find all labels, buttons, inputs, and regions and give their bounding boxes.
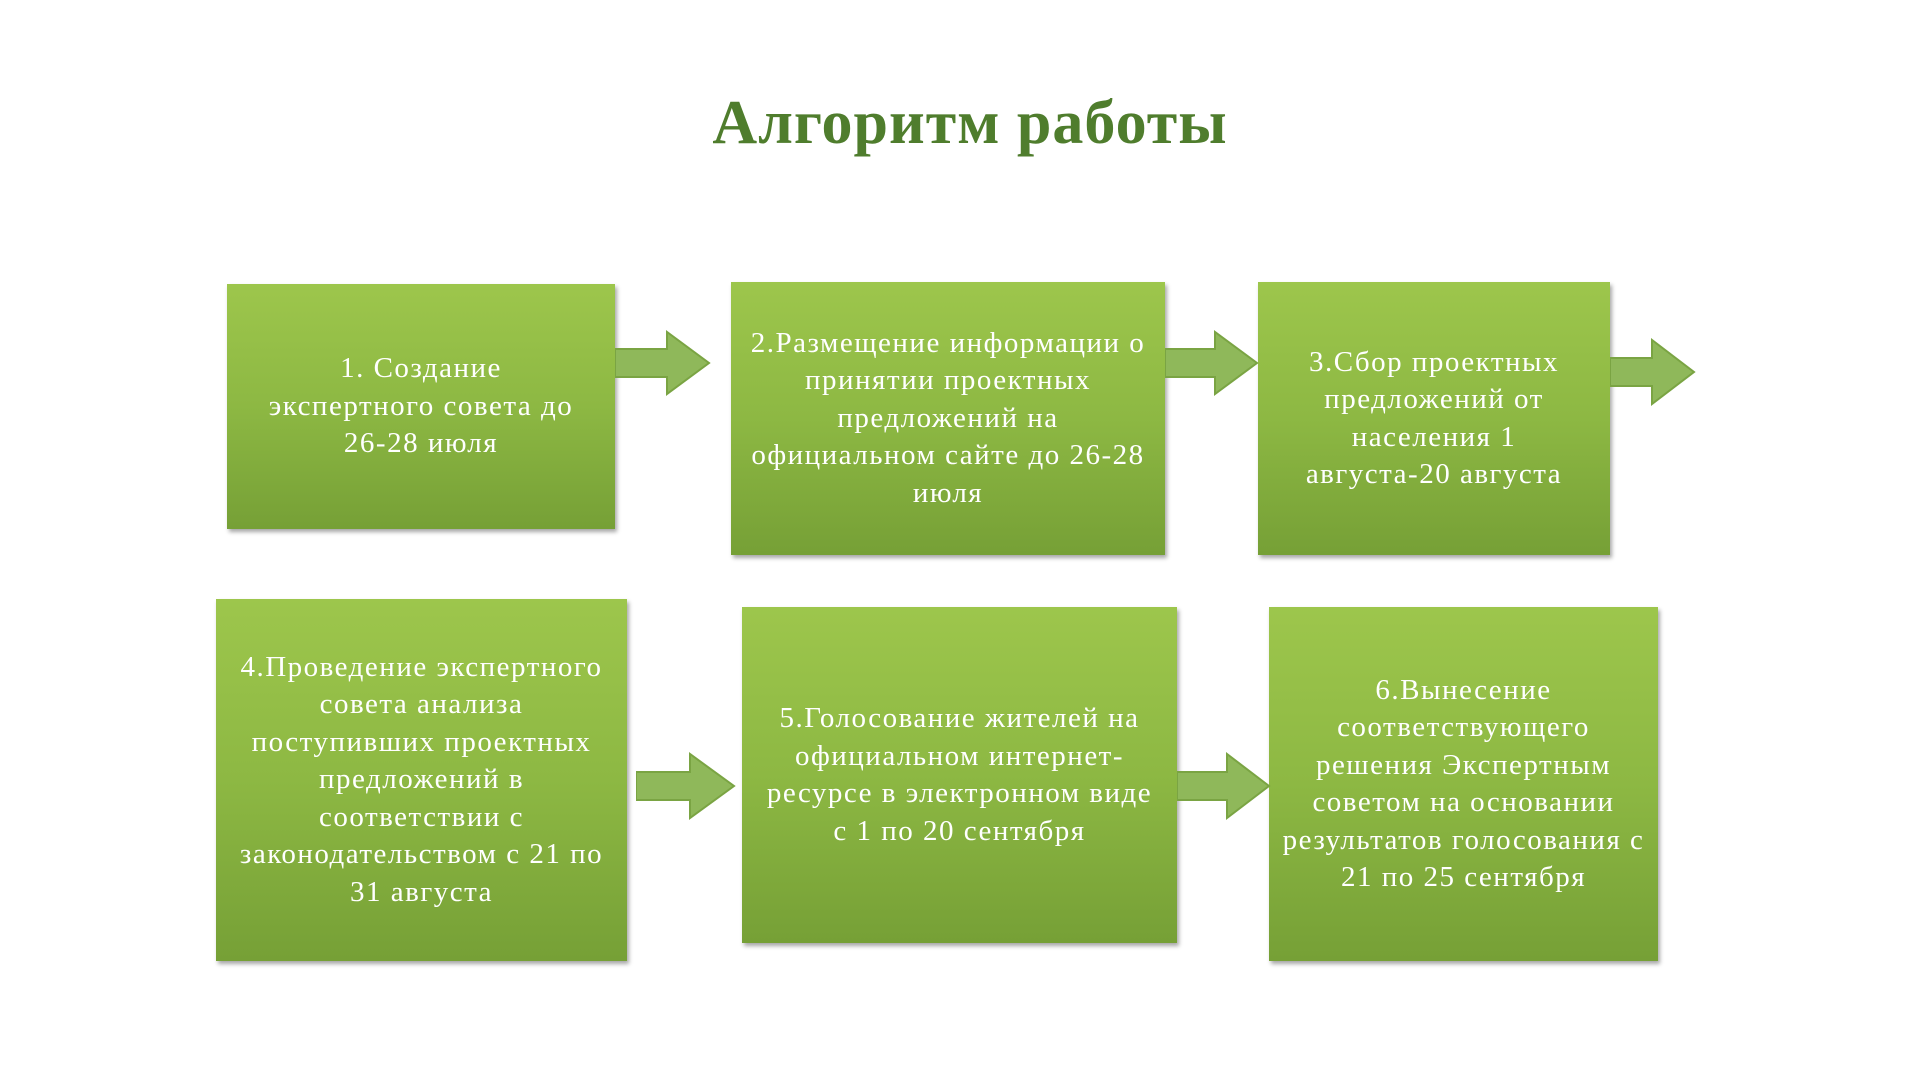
arrow-right-icon bbox=[1165, 330, 1259, 396]
arrow-right-icon bbox=[1177, 752, 1271, 820]
step-4-box: 4.Проведение экспертного совета анализа … bbox=[216, 599, 627, 961]
step-6-box: 6.Вынесение соответствующего решения Экс… bbox=[1269, 607, 1658, 961]
step-5-box: 5.Голосование жителей на официальном инт… bbox=[742, 607, 1177, 943]
step-3-box: 3.Сбор проектных предложений от населени… bbox=[1258, 282, 1610, 555]
arrow-right-icon bbox=[1610, 338, 1696, 406]
page-title: Алгоритм работы bbox=[712, 89, 1228, 157]
arrow-right-icon bbox=[615, 330, 711, 396]
step-1-box: 1. Создание экспертного совета до 26-28 … bbox=[227, 284, 615, 529]
arrow-right-icon bbox=[636, 752, 736, 820]
step-2-box: 2.Размещение информации о принятии проек… bbox=[731, 282, 1165, 555]
